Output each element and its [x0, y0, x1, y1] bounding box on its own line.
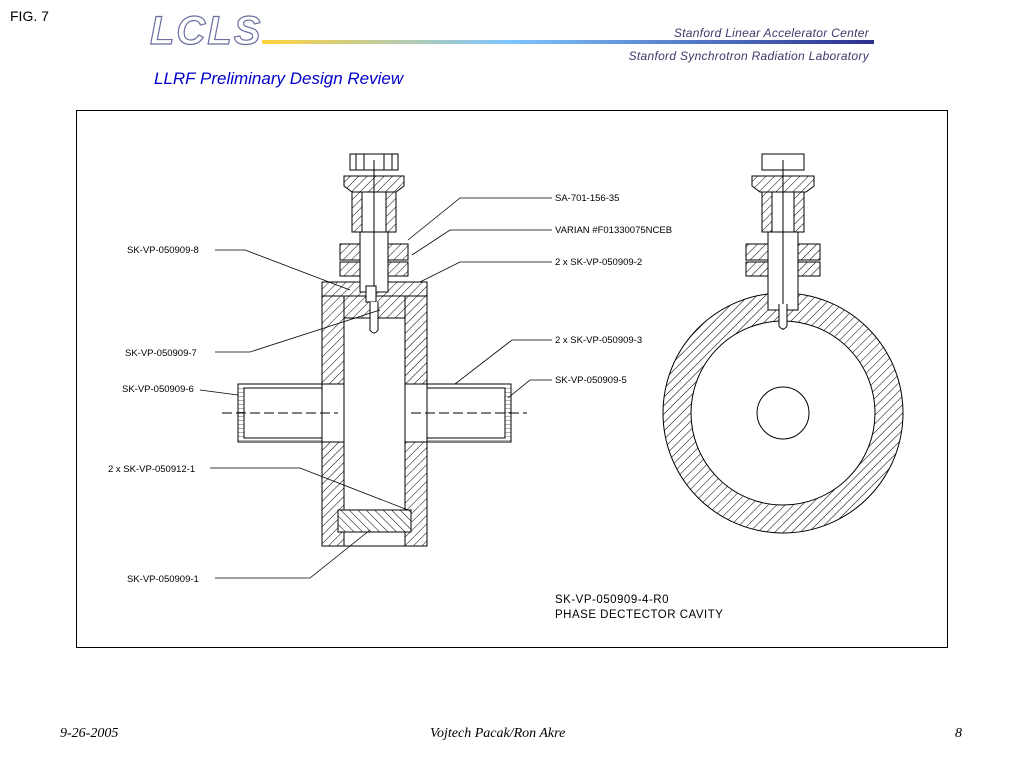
drawing-number: SK-VP-050909-4-R0 — [555, 594, 669, 606]
right-port-bore — [426, 387, 506, 439]
lcls-logo: LCLS — [149, 8, 262, 52]
callout-sk-5: SK-VP-050909-5 — [555, 375, 627, 386]
end-view — [662, 153, 904, 534]
title-block: SK-VP-050909-4-R0 PHASE DECTECTOR CAVITY — [555, 594, 723, 621]
bottom-plate — [337, 509, 412, 533]
callout-sk-8: SK-VP-050909-8 — [127, 245, 199, 256]
callout-varian: VARIAN #F01330075NCEB — [555, 225, 672, 236]
figure-label: FIG. 7 — [10, 8, 49, 24]
leader-lines — [199, 197, 552, 579]
probe-loop — [369, 302, 379, 334]
center-port — [756, 386, 810, 440]
header-gradient-bar — [262, 40, 874, 44]
footer-date: 9-26-2005 — [60, 726, 119, 741]
callout-sk-3: 2 x SK-VP-050909-3 — [555, 335, 642, 346]
section-view — [222, 153, 527, 547]
callout-sa: SA-701-156-35 — [555, 193, 619, 204]
callout-sk-6: SK-VP-050909-6 — [122, 384, 194, 395]
callout-sk-2: 2 x SK-VP-050909-2 — [555, 257, 642, 268]
callout-sk-1: SK-VP-050909-1 — [127, 574, 199, 585]
probe-tip — [365, 285, 377, 303]
institution-line-2: Stanford Synchrotron Radiation Laborator… — [628, 49, 869, 63]
bottom-recess — [343, 531, 406, 547]
footer-page-number: 8 — [955, 726, 962, 741]
callout-sk-12: 2 x SK-VP-050912-1 — [108, 464, 195, 475]
slide-title: LLRF Preliminary Design Review — [154, 69, 404, 88]
drawing-name: PHASE DECTECTOR CAVITY — [555, 609, 723, 621]
callout-sk-7: SK-VP-050909-7 — [125, 348, 197, 359]
institution-line-1: Stanford Linear Accelerator Center — [673, 26, 869, 40]
drawing-frame — [76, 110, 948, 648]
callout-labels: SK-VP-050909-8 SK-VP-050909-7 SK-VP-0509… — [108, 193, 672, 585]
inner-cavity — [343, 317, 406, 511]
logo-text: LCLS — [150, 9, 262, 52]
footer-authors: Vojtech Pacak/Ron Akre — [430, 726, 566, 741]
